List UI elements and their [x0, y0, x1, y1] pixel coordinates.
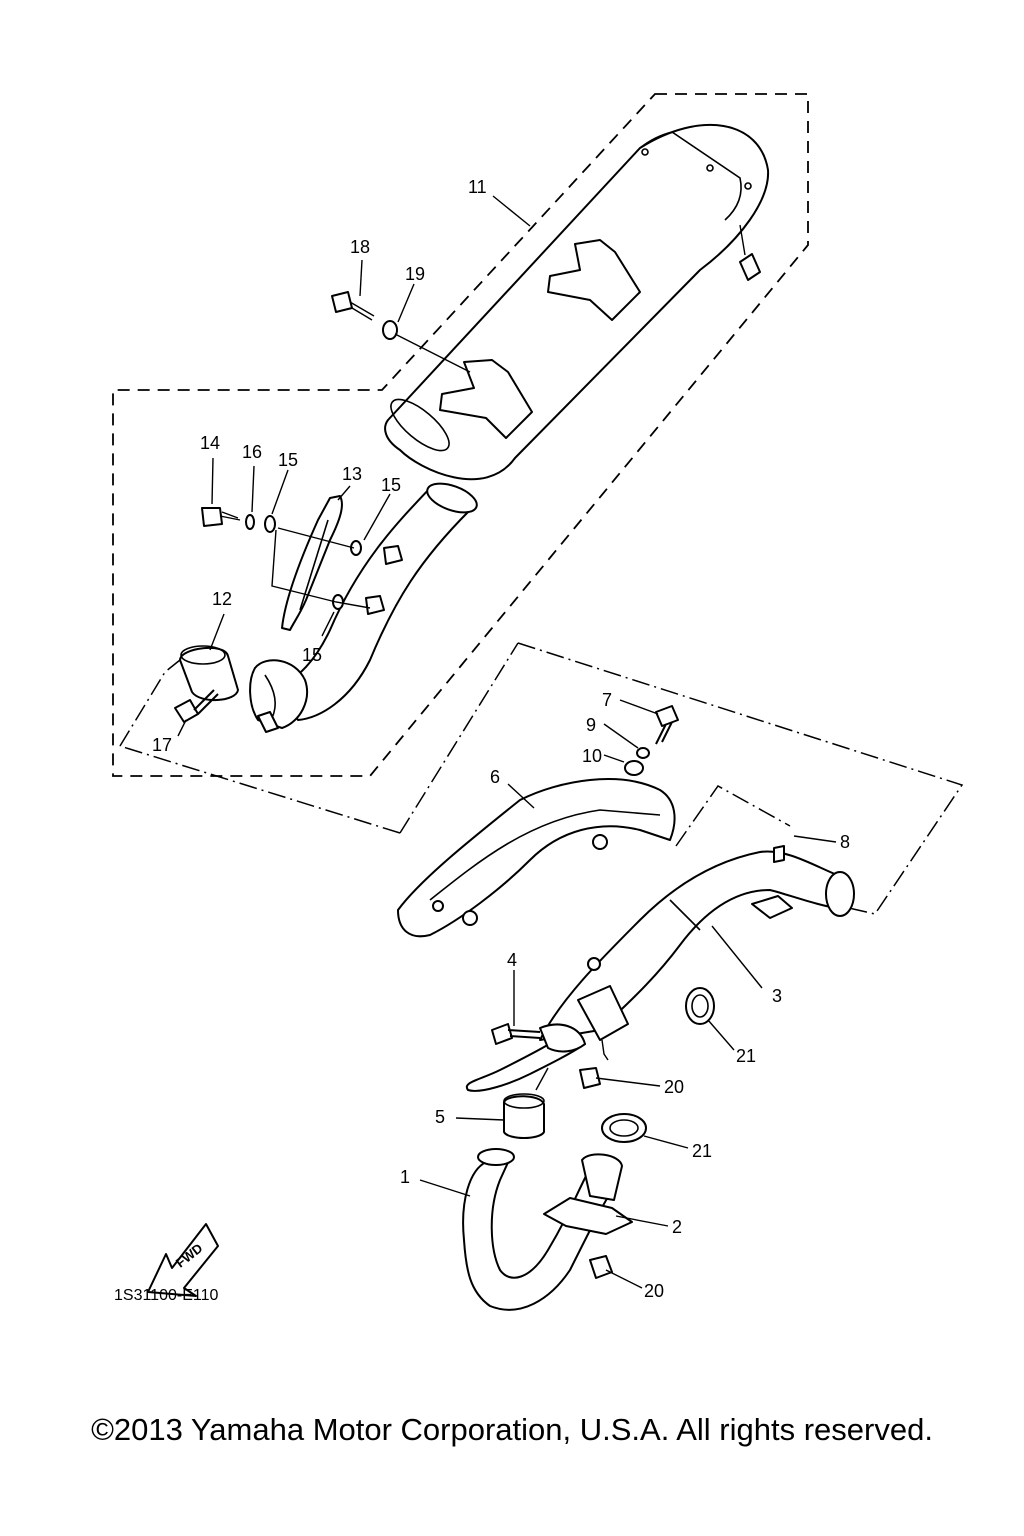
muffler-assembly-outline: [112, 93, 809, 777]
washer-9: [636, 747, 650, 759]
flange-2: [543, 1197, 633, 1235]
copyright-notice: ©2013 Yamaha Motor Corporation, U.S.A. A…: [91, 1412, 933, 1447]
callout-1: 1: [400, 1167, 410, 1187]
muffler-guard-13: [281, 495, 343, 631]
callout-numbers: 11 18 19 14 16 15 13 15 12 15 17 7 9 10 …: [152, 177, 850, 1301]
callout-20b: 20: [644, 1281, 664, 1301]
callout-21a: 21: [736, 1046, 756, 1066]
callout-6: 6: [490, 767, 500, 787]
bolt-4: [491, 1023, 541, 1045]
callout-15c: 15: [302, 645, 322, 665]
callout-12: 12: [212, 589, 232, 609]
gasket-21-upper: [685, 987, 715, 1025]
bolt-17: [174, 689, 219, 723]
clamp-group-outline: [119, 659, 181, 747]
callout-20a: 20: [664, 1077, 684, 1097]
gasket-5: [503, 1095, 545, 1139]
callout-11: 11: [468, 177, 487, 197]
forward-arrow-icon: FWD: [147, 1223, 219, 1297]
pipe-joint-clamp: [249, 659, 308, 733]
callout-13: 13: [342, 464, 362, 484]
clamp-tab: [257, 711, 279, 733]
end-cap-bolt: [739, 253, 761, 281]
callout-18: 18: [350, 237, 370, 257]
heat-protector-6: [397, 778, 676, 938]
diagram-code: 1S31100-E110: [114, 1287, 218, 1304]
callout-15a: 15: [278, 450, 298, 470]
callout-2: 2: [672, 1217, 682, 1237]
callout-3: 3: [772, 986, 782, 1006]
callout-17: 17: [152, 735, 172, 755]
callout-21b: 21: [692, 1141, 712, 1161]
muffler-bracket-front: [439, 359, 533, 439]
bolt-7: [655, 705, 679, 745]
bolt8-outline: [675, 785, 791, 847]
muffler-bracket-rear: [547, 239, 641, 321]
callout-leaders: [177, 195, 837, 1289]
callout-15b: 15: [381, 475, 401, 495]
callout-8: 8: [840, 832, 850, 852]
callout-7: 7: [602, 690, 612, 710]
callout-9: 9: [586, 715, 596, 735]
fasteners-upper: [201, 291, 471, 615]
exhaust-pipe-3: [465, 845, 855, 1092]
callout-16: 16: [242, 442, 262, 462]
nut-20-lower: [589, 1255, 613, 1279]
callout-5: 5: [435, 1107, 445, 1127]
callout-10: 10: [582, 746, 602, 766]
gasket-21-lower: [601, 1113, 647, 1143]
nut-20-upper: [579, 1067, 601, 1089]
washer-10: [624, 760, 644, 776]
callout-14: 14: [200, 433, 220, 453]
muffler: [384, 123, 770, 481]
callout-19: 19: [405, 264, 425, 284]
heat-protector-assembly-outline: [119, 642, 964, 915]
gasket-12: [179, 646, 239, 701]
callout-4: 4: [507, 950, 517, 970]
